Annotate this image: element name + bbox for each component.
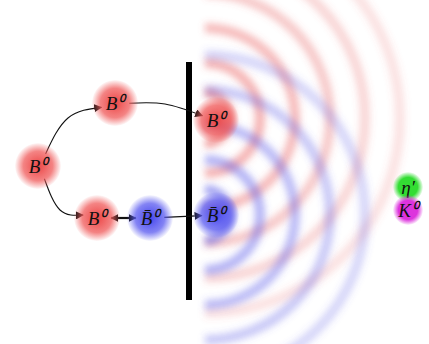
transition-arrow — [129, 103, 202, 116]
particle-node: B⁰ — [15, 143, 61, 189]
particle-label: B⁰ — [29, 157, 48, 176]
particle-label: B⁰ — [106, 94, 125, 113]
legend-label: K⁰ — [398, 201, 418, 220]
particle-label: B̄⁰ — [207, 206, 226, 225]
particle-node: B̄⁰ — [127, 195, 173, 241]
particle-node: B̄⁰ — [193, 192, 239, 238]
legend-entry: K⁰ — [393, 195, 423, 225]
particle-label: B⁰ — [207, 111, 226, 130]
particle-label: B⁰ — [88, 209, 107, 228]
transition-arrow — [46, 107, 102, 154]
legend-label: η′ — [401, 178, 415, 197]
particle-label: B̄⁰ — [141, 209, 160, 228]
double-slit-wall — [186, 62, 192, 300]
red-waves — [205, 0, 400, 313]
particle-node: B⁰ — [193, 97, 239, 143]
particle-node: B⁰ — [74, 195, 120, 241]
particle-node: B⁰ — [92, 80, 138, 126]
